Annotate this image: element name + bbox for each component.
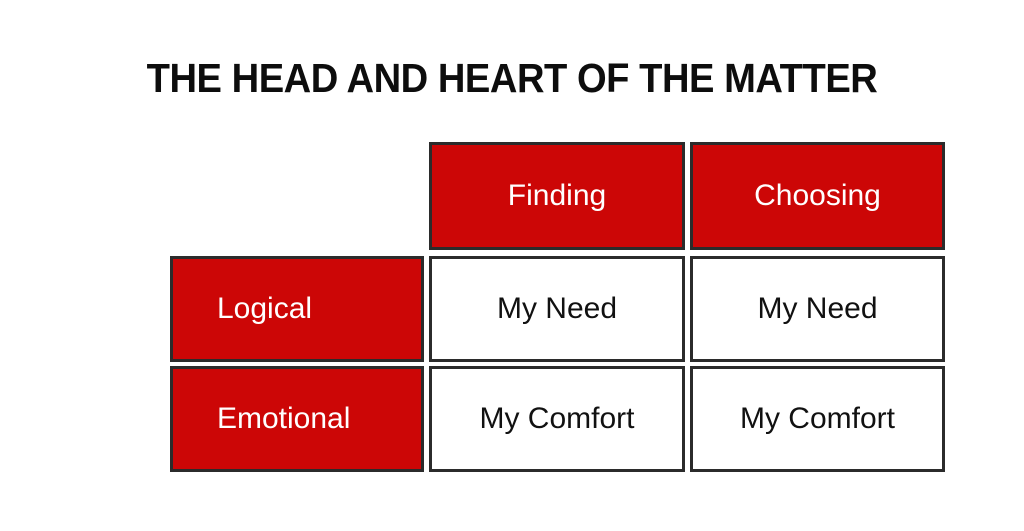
row-label-logical: Logical — [170, 256, 424, 362]
row-label-emotional: Emotional — [170, 366, 424, 472]
page-title: THE HEAD AND HEART OF THE MATTER — [146, 55, 878, 101]
cell-logical-finding: My Need — [429, 256, 685, 362]
cell-emotional-finding: My Comfort — [429, 366, 685, 472]
matrix-corner-cell — [170, 142, 424, 250]
column-header-choosing: Choosing — [690, 142, 945, 250]
column-header-finding: Finding — [429, 142, 685, 250]
cell-logical-choosing: My Need — [690, 256, 945, 362]
matrix-table: Finding Choosing Logical My Need My Need… — [170, 142, 945, 472]
cell-emotional-choosing: My Comfort — [690, 366, 945, 472]
